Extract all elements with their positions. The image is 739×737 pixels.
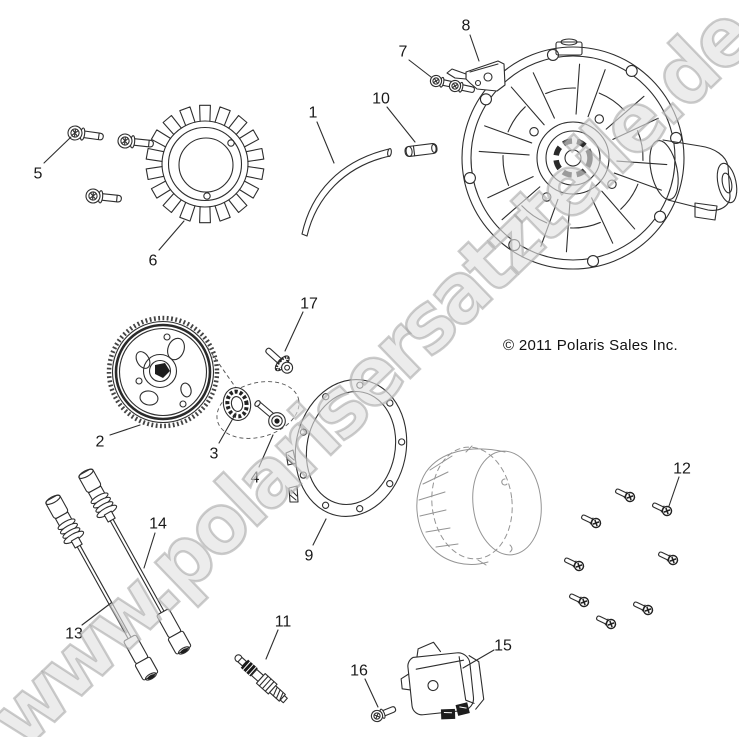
- callout-2-label: 2: [96, 434, 105, 451]
- callout-12-label: 12: [673, 461, 691, 478]
- spark-plug-wire-13: [45, 494, 159, 681]
- callout-15-leader: [462, 649, 495, 669]
- flywheel: [106, 315, 220, 429]
- copyright-text: © 2011 Polaris Sales Inc.: [503, 337, 679, 354]
- one-way-clutch: [222, 387, 252, 421]
- callout-6-label: 6: [149, 253, 158, 270]
- callout-1-leader: [316, 121, 335, 164]
- callout-12-leader: [668, 476, 680, 507]
- callout-11-label: 11: [275, 614, 292, 631]
- callout-7-label: 7: [399, 44, 408, 61]
- harness-wire: [301, 147, 392, 237]
- spark-plug: [234, 654, 288, 704]
- callout-4-leader: [258, 434, 274, 468]
- callout-14-leader: [143, 532, 156, 569]
- callout-8-leader: [469, 34, 480, 62]
- callout-1-label: 1: [309, 105, 318, 122]
- spark-plug-wire-14: [78, 468, 192, 655]
- dowel-pin: [404, 142, 438, 158]
- clutch-bolt: [254, 400, 286, 430]
- callout-8-label: 8: [462, 18, 471, 35]
- callout-17-label: 17: [300, 296, 318, 313]
- crankcase: [461, 38, 738, 270]
- stator-bolts: [66, 124, 155, 207]
- cover-bolts: [562, 485, 680, 631]
- callout-3-leader: [218, 412, 237, 444]
- callout-2-leader: [109, 424, 141, 436]
- callout-4-label: 4: [251, 470, 260, 487]
- callout-10-leader: [386, 106, 416, 143]
- callout-6-leader: [158, 220, 185, 251]
- cover-gasket: [285, 378, 408, 518]
- callout-16-leader: [364, 678, 379, 708]
- callout-10-label: 10: [372, 91, 390, 108]
- spark-plug-wires: [45, 468, 192, 681]
- callout-11-leader: [265, 629, 279, 660]
- callout-5-label: 5: [34, 166, 43, 183]
- callout-14-label: 14: [149, 516, 167, 533]
- callout-9-leader: [312, 518, 327, 546]
- wire-bracket: [446, 60, 506, 92]
- coil-bolt: [369, 702, 399, 724]
- callout-9-label: 9: [305, 548, 314, 565]
- stator: [145, 104, 265, 224]
- callout-13-label: 13: [65, 626, 83, 643]
- callout-15-label: 15: [494, 638, 512, 655]
- callout-5-leader: [43, 136, 72, 164]
- callout-3-label: 3: [210, 446, 219, 463]
- starter-clutch-group: [202, 340, 300, 439]
- ignition-coil: [400, 641, 485, 720]
- callout-7-leader: [408, 59, 432, 78]
- callout-16-label: 16: [350, 663, 368, 680]
- stator-cover: [416, 445, 542, 566]
- callout-17-leader: [284, 311, 304, 352]
- flange-bolt: [265, 347, 294, 374]
- callout-13-leader: [81, 602, 112, 626]
